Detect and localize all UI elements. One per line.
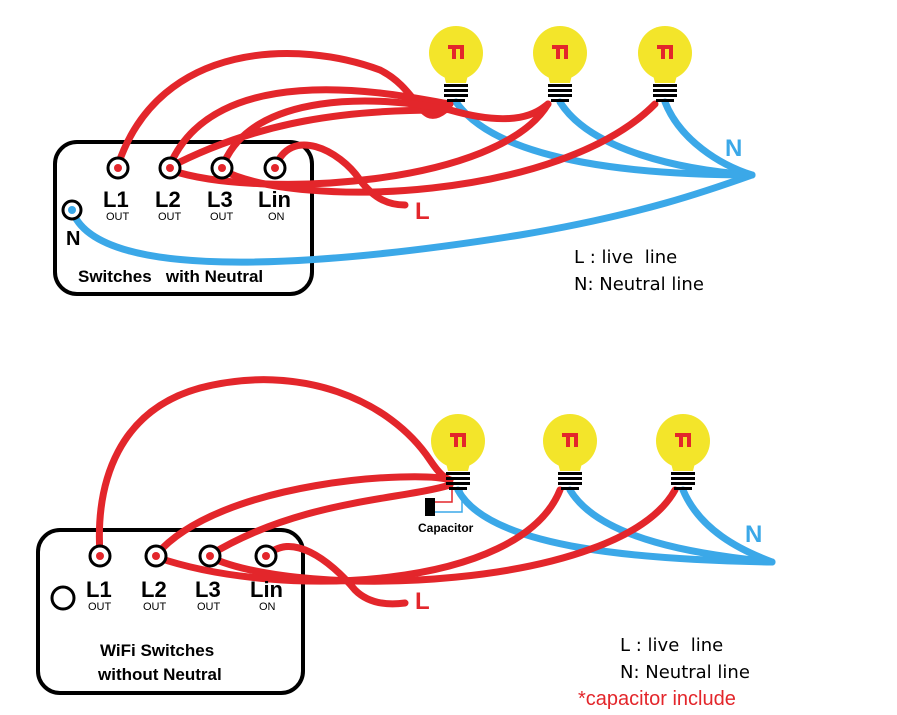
top-bulb-1-icon <box>429 26 483 102</box>
bottom-term-l3-sub: OUT <box>197 601 221 613</box>
bottom-legend-live: L : live line <box>620 635 723 656</box>
top-live-tag: L <box>415 198 430 225</box>
bottom-term-l1-sub: OUT <box>88 601 112 613</box>
top-box-title: Switches with Neutral <box>78 267 263 286</box>
top-bulb-3-icon <box>638 26 692 102</box>
bottom-neutral-wires <box>454 486 776 566</box>
bottom-box-title-line2: without Neutral <box>97 665 222 684</box>
top-term-l2-label: L2 <box>155 187 181 212</box>
top-term-lin-sub: ON <box>268 211 285 223</box>
bottom-term-lin-sub: ON <box>259 601 276 613</box>
top-term-l1-sub: OUT <box>106 211 130 223</box>
bottom-bulb-2-icon <box>543 414 597 490</box>
top-neutral-wires <box>68 98 756 266</box>
bottom-term-l1-label: L1 <box>86 577 112 602</box>
top-neutral-tag: N <box>725 135 742 162</box>
top-term-l1-label: L1 <box>103 187 129 212</box>
bottom-term-l2-sub: OUT <box>143 601 167 613</box>
bottom-bulb-3-icon <box>656 414 710 490</box>
switch-box-without-neutral <box>36 528 305 695</box>
bottom-live-wires <box>95 376 679 608</box>
top-term-l3-label: L3 <box>207 187 233 212</box>
top-bulb-2-icon <box>533 26 587 102</box>
bottom-legend-neutral: N: Neutral line <box>620 662 750 683</box>
bottom-diagram: Capacitor L1 L2 L3 Lin OUT OUT OUT ON Wi… <box>36 376 776 710</box>
bottom-neutral-tag: N <box>745 521 762 548</box>
bottom-live-tag: L <box>415 588 430 615</box>
top-legend-neutral: N: Neutral line <box>574 274 704 295</box>
bottom-terminal-empty <box>50 585 76 611</box>
top-diagram: L1 L2 L3 Lin OUT OUT OUT ON N Switches w… <box>53 26 756 296</box>
capacitor-icon <box>425 485 463 516</box>
capacitor-note: *capacitor include <box>578 688 736 710</box>
top-live-wires <box>114 50 659 209</box>
bottom-box-title-line1: WiFi Switches <box>100 641 214 660</box>
top-term-n-label: N <box>66 228 80 250</box>
top-term-l2-sub: OUT <box>158 211 182 223</box>
top-legend-live: L : live line <box>574 247 677 268</box>
bottom-term-lin-label: Lin <box>250 577 283 602</box>
bottom-term-l3-label: L3 <box>195 577 221 602</box>
top-term-l3-sub: OUT <box>210 211 234 223</box>
top-term-lin-label: Lin <box>258 187 291 212</box>
bottom-term-l2-label: L2 <box>141 577 167 602</box>
capacitor-label: Capacitor <box>418 521 474 535</box>
